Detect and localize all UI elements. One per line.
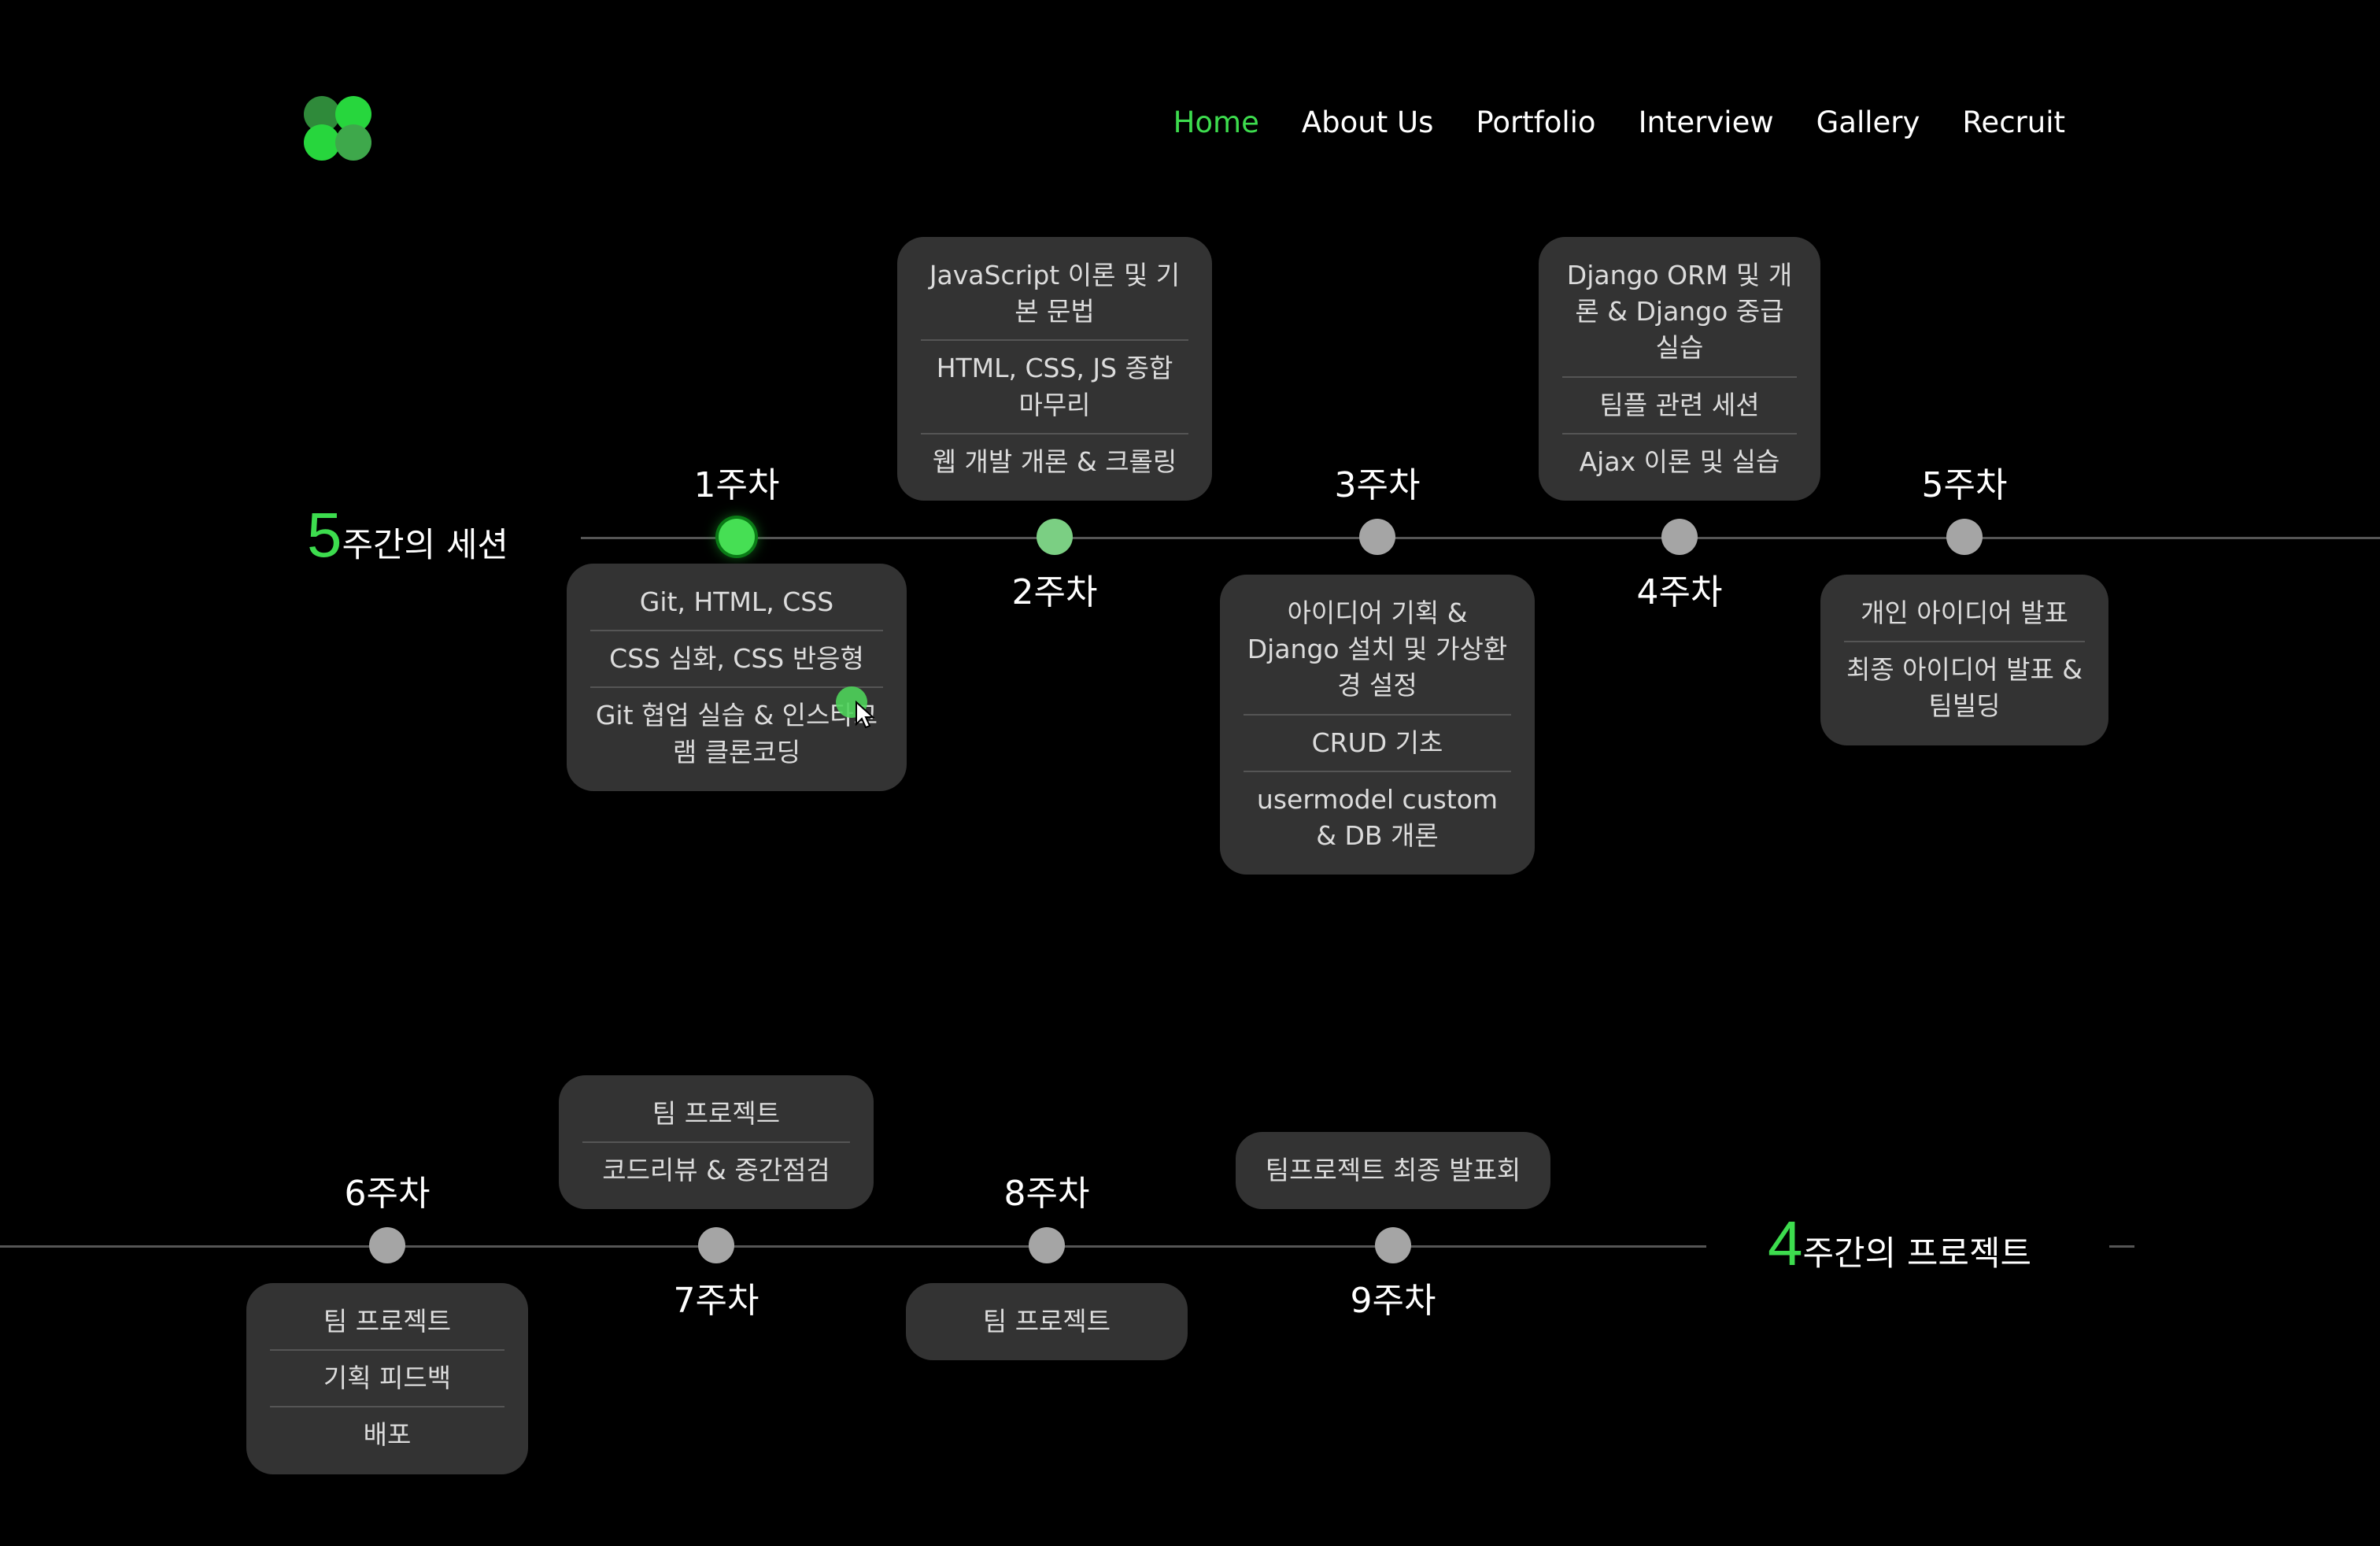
week-1-label: 1주차	[693, 465, 780, 505]
week-5-topic: 최종 아이디어 발표 & 팀빌딩	[1846, 654, 2083, 722]
week-2-topic: 웹 개발 개론 & 크롤링	[932, 446, 1177, 477]
project-heading-text: 주간의 프로젝트	[1802, 1234, 2032, 1274]
session-heading-text: 주간의 세션	[342, 526, 508, 565]
timeline-line-1	[581, 537, 2380, 539]
week-2-node[interactable]	[1037, 519, 1073, 555]
week-7-node[interactable]	[698, 1227, 734, 1263]
session-count: 5	[307, 500, 342, 570]
week-5-topic: 개인 아이디어 발표	[1844, 586, 2085, 643]
week-5-node[interactable]	[1946, 519, 1983, 555]
nav-about-us[interactable]: About Us	[1301, 105, 1434, 139]
week-4-topic: 팀플 관련 세션	[1562, 378, 1797, 435]
week-7-label: 7주차	[673, 1281, 759, 1321]
week-3-topic: CRUD 기초	[1244, 716, 1511, 772]
week-9-topic: 팀프로젝트 최종 발표회	[1265, 1154, 1521, 1185]
week-6-node[interactable]	[369, 1227, 405, 1263]
week-7-topic: 팀 프로젝트	[582, 1086, 850, 1143]
week-1-topic: Git 협업 실습 & 인스타그램 클론코딩	[595, 700, 878, 767]
logo[interactable]	[304, 96, 375, 167]
week-4-label: 4주차	[1636, 572, 1723, 612]
week-9-node[interactable]	[1375, 1227, 1411, 1263]
timeline-line-2-tail	[2109, 1245, 2134, 1248]
week-9-card: 팀프로젝트 최종 발표회	[1236, 1131, 1550, 1209]
week-2-label: 2주차	[1011, 572, 1098, 612]
cursor-icon	[856, 701, 875, 729]
week-1-topic: Git, HTML, CSS	[590, 575, 883, 632]
week-2-topic: HTML, CSS, JS 종합 마무리	[921, 341, 1188, 435]
week-9-label: 9주차	[1350, 1281, 1436, 1321]
nav-interview[interactable]: Interview	[1638, 105, 1774, 139]
week-6-topic: 팀 프로젝트	[270, 1294, 504, 1352]
week-5-label: 5주차	[1921, 465, 2008, 505]
timeline-line-2	[0, 1245, 1706, 1248]
logo-circle	[304, 124, 340, 161]
week-6-topic: 배포	[363, 1419, 412, 1451]
logo-circle	[335, 124, 371, 161]
week-8-label: 8주차	[1003, 1174, 1090, 1214]
nav-home[interactable]: Home	[1173, 105, 1259, 139]
week-3-topic: 아이디어 기획 & Django 설치 및 가상환경 설정	[1244, 586, 1511, 716]
week-1-node[interactable]	[719, 519, 755, 555]
project-count: 4	[1768, 1208, 1803, 1278]
week-8-card: 팀 프로젝트	[906, 1283, 1188, 1361]
nav-portfolio[interactable]: Portfolio	[1476, 105, 1596, 139]
nav-recruit[interactable]: Recruit	[1962, 105, 2065, 139]
week-6-topic: 기획 피드백	[270, 1351, 504, 1408]
week-4-topic: Django ORM 및 개론 & Django 중급 실습	[1562, 248, 1797, 378]
week-3-label: 3주차	[1334, 465, 1421, 505]
main-nav: Home About Us Portfolio Interview Galler…	[1173, 105, 2065, 139]
project-heading: 4주간의 프로젝트	[1768, 1212, 2031, 1275]
week-4-node[interactable]	[1661, 519, 1698, 555]
week-8-topic: 팀 프로젝트	[982, 1306, 1111, 1337]
week-2-topic: JavaScript 이론 및 기본 문법	[921, 248, 1188, 342]
nav-gallery[interactable]: Gallery	[1816, 105, 1920, 139]
week-8-node[interactable]	[1029, 1227, 1065, 1263]
week-3-node[interactable]	[1359, 519, 1395, 555]
week-7-topic: 코드리뷰 & 중간점검	[602, 1154, 830, 1185]
week-3-topic: usermodel custom & DB 개론	[1256, 783, 1499, 851]
week-1-topic: CSS 심화, CSS 반응형	[590, 631, 883, 689]
session-heading: 5주간의 세션	[307, 504, 508, 567]
week-6-label: 6주차	[344, 1174, 431, 1214]
week-4-topic: Ajax 이론 및 실습	[1579, 446, 1780, 477]
